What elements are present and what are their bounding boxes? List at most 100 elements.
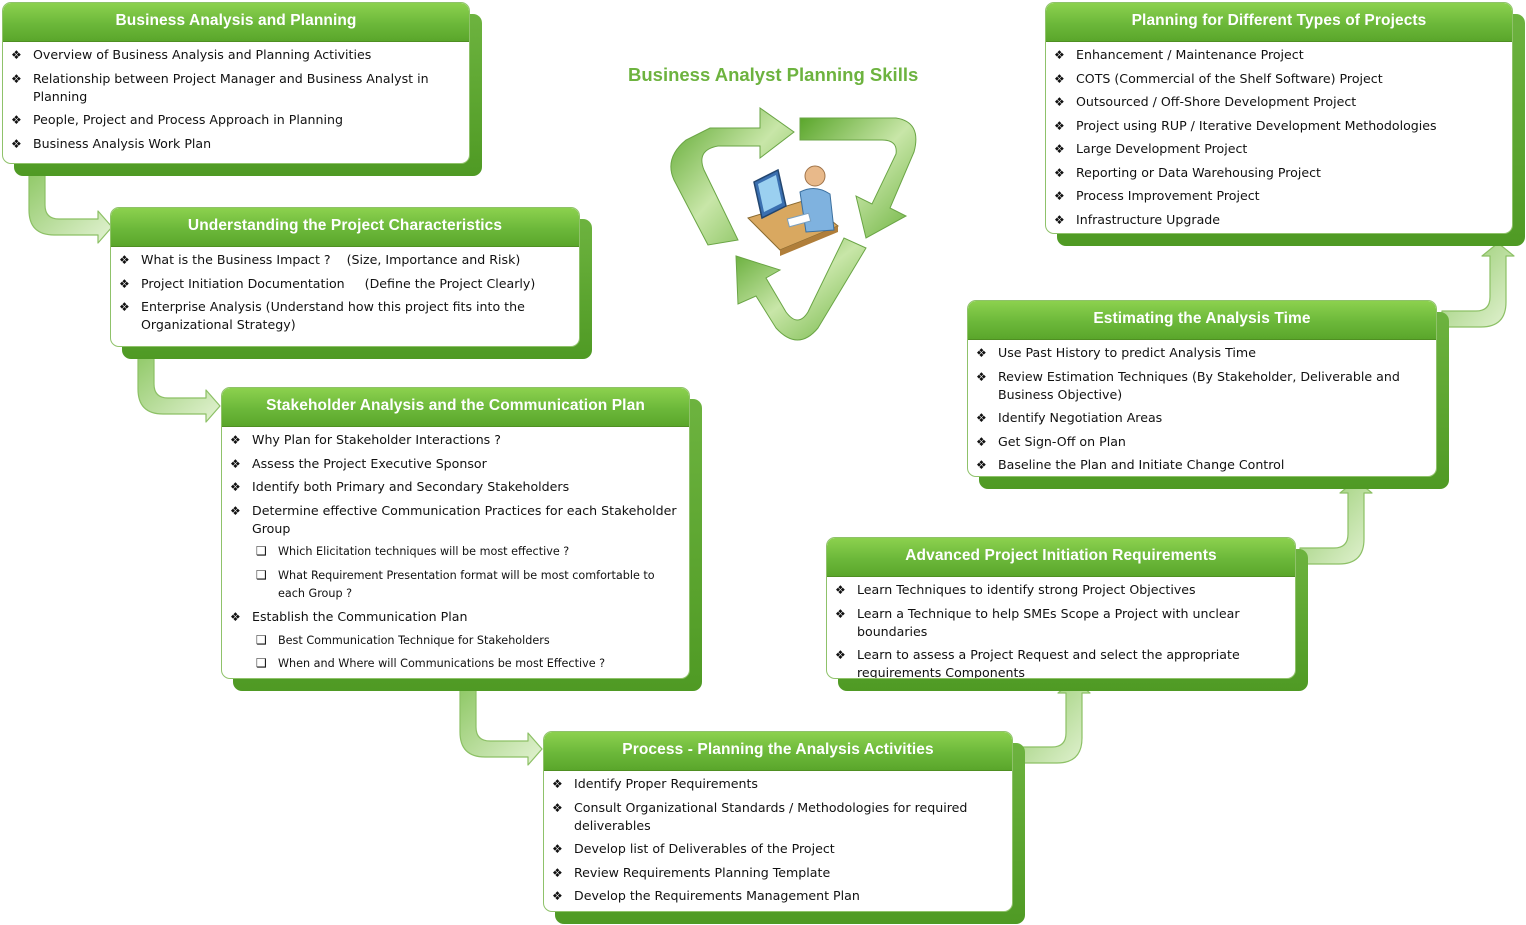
section-title: Advanced Project Initiation Requirements	[827, 538, 1295, 577]
diamond-bullet-icon: ❖	[976, 369, 987, 384]
list-item: ❖Develop list of Deliverables of the Pro…	[552, 841, 835, 856]
list-item: ❖Project using RUP / Iterative Developme…	[1054, 117, 1437, 133]
list-item: ❖Identify both Primary and Secondary Sta…	[230, 479, 570, 494]
connector-arrow-3	[459, 687, 543, 766]
diamond-bullet-icon: ❖	[119, 300, 130, 314]
diamond-bullet-icon: ❖	[230, 433, 241, 447]
section-title: Process - Planning the Analysis Activiti…	[544, 732, 1012, 771]
list-subitem: ❑Best Communication Technique for Stakeh…	[256, 632, 550, 647]
item-list: ❖Why Plan for Stakeholder Interactions ?…	[222, 427, 689, 673]
item-list: ❖Enhancement / Maintenance Project ❖COTS…	[1046, 42, 1512, 229]
diamond-bullet-icon: ❖	[1054, 118, 1065, 133]
diamond-bullet-icon: ❖	[552, 865, 563, 880]
item-list: ❖Use Past History to predict Analysis Ti…	[968, 340, 1436, 474]
diamond-bullet-icon: ❖	[230, 610, 241, 624]
list-item: ❖Infrastructure Upgrade	[1054, 211, 1221, 227]
diamond-bullet-icon: ❖	[976, 411, 987, 425]
diamond-bullet-icon: ❖	[1054, 48, 1065, 62]
list-item: ❖Learn Techniques to identify strong Pro…	[835, 582, 1196, 597]
list-subitem: ❑When and Where will Communications be m…	[256, 656, 606, 670]
list-item: ❖Reporting or Data Warehousing Project	[1054, 164, 1321, 180]
section-title: Planning for Different Types of Projects	[1046, 3, 1512, 42]
recycle-arrows-with-person-at-computer-icon	[670, 107, 917, 341]
list-item: ❖Business Analysis Work Plan	[11, 135, 212, 151]
checkbox-bullet-icon: ❑	[256, 544, 267, 558]
diamond-bullet-icon: ❖	[552, 889, 563, 903]
list-item: ❖Process Improvement Project	[1054, 188, 1260, 203]
list-item: ❖Learn to assess a Project Request and s…	[835, 647, 1240, 679]
diamond-bullet-icon: ❖	[11, 48, 22, 62]
list-item: ❖Develop the Requirements Management Pla…	[552, 888, 860, 903]
diamond-bullet-icon: ❖	[552, 777, 563, 791]
diamond-bullet-icon: ❖	[976, 434, 987, 449]
diamond-bullet-icon: ❖	[230, 480, 241, 494]
list-item: ❖Overview of Business Analysis and Plann…	[11, 47, 372, 62]
list-item: ❖Identify Proper Requirements	[552, 776, 758, 791]
list-item: ❖Use Past History to predict Analysis Ti…	[976, 345, 1256, 360]
diamond-bullet-icon: ❖	[835, 606, 846, 621]
list-item: ❖Review Requirements Planning Template	[552, 864, 831, 880]
diamond-bullet-icon: ❖	[11, 113, 22, 127]
list-item: ❖COTS (Commercial of the Shelf Software)…	[1054, 70, 1383, 86]
list-subitem: ❑What Requirement Presentation format wi…	[256, 567, 655, 600]
list-item: ❖Establish the Communication Plan	[230, 609, 468, 624]
connector-arrow-1	[28, 169, 113, 244]
diagram-title: Business Analyst Planning Skills	[628, 64, 919, 85]
list-item: ❖Baseline the Plan and Initiate Change C…	[976, 457, 1285, 472]
list-item: ❖Outsourced / Off-Shore Development Proj…	[1054, 94, 1357, 109]
diamond-bullet-icon: ❖	[552, 842, 563, 856]
section-business-analysis-and-planning: Business Analysis and Planning ❖Overview…	[2, 2, 482, 176]
list-item: ❖Determine effective Communication Pract…	[230, 502, 677, 536]
item-list: ❖Learn Techniques to identify strong Pro…	[827, 577, 1295, 679]
diamond-bullet-icon: ❖	[1054, 71, 1065, 86]
list-item: ❖Enterprise Analysis (Understand how thi…	[119, 299, 525, 332]
diamond-bullet-icon: ❖	[1054, 165, 1065, 180]
section-planning-different-types-of-projects: Planning for Different Types of Projects…	[1045, 2, 1525, 246]
diamond-bullet-icon: ❖	[835, 583, 846, 597]
list-item: ❖Relationship between Project Manager an…	[11, 70, 429, 104]
list-item: ❖Enhancement / Maintenance Project	[1054, 47, 1304, 62]
connector-arrow-6	[1441, 242, 1515, 328]
section-stakeholder-analysis-communication-plan: Stakeholder Analysis and the Communicati…	[221, 387, 702, 691]
connector-arrow-2	[137, 351, 221, 423]
item-list: ❖Identify Proper Requirements ❖Consult O…	[544, 771, 1012, 905]
item-list: ❖Overview of Business Analysis and Plann…	[3, 42, 469, 153]
list-item: ❖Consult Organizational Standards / Meth…	[552, 799, 968, 833]
section-advanced-project-initiation-requirements: Advanced Project Initiation Requirements…	[826, 537, 1308, 691]
section-process-planning-analysis-activities: Process - Planning the Analysis Activiti…	[543, 731, 1025, 924]
diamond-bullet-icon: ❖	[1054, 95, 1065, 109]
diamond-bullet-icon: ❖	[230, 456, 241, 471]
list-item: ❖Large Development Project	[1054, 141, 1248, 156]
diamond-bullet-icon: ❖	[11, 71, 22, 86]
list-item: ❖Assess the Project Executive Sponsor	[230, 455, 487, 471]
diamond-bullet-icon: ❖	[1054, 212, 1065, 227]
diamond-bullet-icon: ❖	[119, 253, 130, 267]
list-item: ❖Why Plan for Stakeholder Interactions ?	[230, 432, 501, 447]
diamond-bullet-icon: ❖	[976, 346, 987, 360]
section-title: Understanding the Project Characteristic…	[111, 208, 579, 247]
section-title: Stakeholder Analysis and the Communicati…	[222, 388, 689, 427]
list-item: ❖People, Project and Process Approach in…	[11, 112, 343, 127]
diamond-bullet-icon: ❖	[835, 648, 846, 662]
list-item: ❖Review Estimation Techniques (By Stakeh…	[976, 368, 1400, 402]
diamond-bullet-icon: ❖	[119, 276, 130, 291]
list-item: ❖Project Initiation Documentation (Defin…	[119, 275, 536, 291]
checkbox-bullet-icon: ❑	[256, 567, 267, 582]
connector-arrow-4	[1017, 679, 1091, 764]
section-understanding-project-characteristics: Understanding the Project Characteristic…	[110, 207, 592, 359]
diamond-bullet-icon: ❖	[230, 503, 241, 518]
diamond-bullet-icon: ❖	[1054, 189, 1065, 203]
section-estimating-analysis-time: Estimating the Analysis Time ❖Use Past H…	[967, 300, 1449, 489]
list-item: ❖What is the Business Impact ? (Size, Im…	[119, 252, 521, 267]
list-item: ❖Get Sign-Off on Plan	[976, 433, 1126, 449]
checkbox-bullet-icon: ❑	[256, 656, 267, 670]
list-item: ❖Learn a Technique to help SMEs Scope a …	[835, 605, 1240, 639]
checkbox-bullet-icon: ❑	[256, 632, 267, 647]
section-title: Estimating the Analysis Time	[968, 301, 1436, 340]
section-title: Business Analysis and Planning	[3, 3, 469, 42]
diamond-bullet-icon: ❖	[11, 136, 22, 151]
list-item: ❖Identify Negotiation Areas	[976, 410, 1163, 425]
list-subitem: ❑Which Elicitation techniques will be mo…	[256, 544, 570, 558]
diamond-bullet-icon: ❖	[1054, 142, 1065, 156]
